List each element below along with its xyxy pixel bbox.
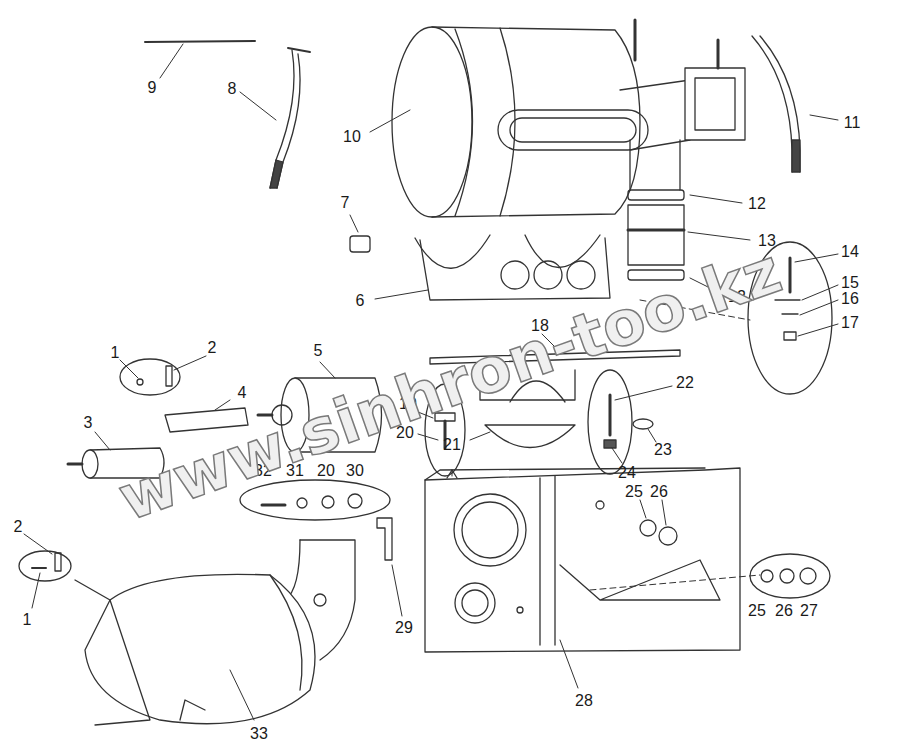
callout-number: 9 — [148, 80, 157, 96]
callout-number: 4 — [238, 385, 247, 401]
callout-number: 2 — [208, 340, 217, 356]
callout-number: 1 — [23, 612, 32, 628]
callout-number: 15 — [841, 275, 859, 291]
callout-number: 24 — [618, 465, 636, 481]
callout-number: 8 — [228, 81, 237, 97]
callout-number: 29 — [395, 620, 413, 636]
callout-number: 11 — [844, 115, 861, 131]
callout-number: 28 — [575, 693, 593, 709]
callout-number: 22 — [676, 375, 694, 391]
callout-number: 25 — [625, 484, 643, 500]
callout-number: 33 — [250, 726, 268, 742]
callout-number: 26 — [775, 603, 793, 619]
callout-number: 10 — [343, 129, 361, 145]
callout-number: 14 — [841, 244, 859, 260]
callout-number: 1 — [111, 345, 120, 361]
callout-number: 16 — [841, 291, 859, 307]
callout-number: 27 — [800, 603, 818, 619]
callout-number: 2 — [14, 519, 23, 535]
callout-number: 30 — [346, 463, 364, 479]
callout-number: 5 — [314, 343, 323, 359]
callout-number: 3 — [84, 415, 93, 431]
callout-number: 17 — [841, 315, 859, 331]
callout-number: 25 — [748, 603, 766, 619]
callout-number: 20 — [317, 463, 335, 479]
callout-number: 26 — [650, 484, 668, 500]
callout-number: 6 — [356, 293, 365, 309]
callout-number: 12 — [748, 196, 766, 212]
callout-number: 7 — [341, 195, 350, 211]
callout-number: 23 — [654, 442, 672, 458]
callout-number: 21 — [443, 437, 461, 453]
